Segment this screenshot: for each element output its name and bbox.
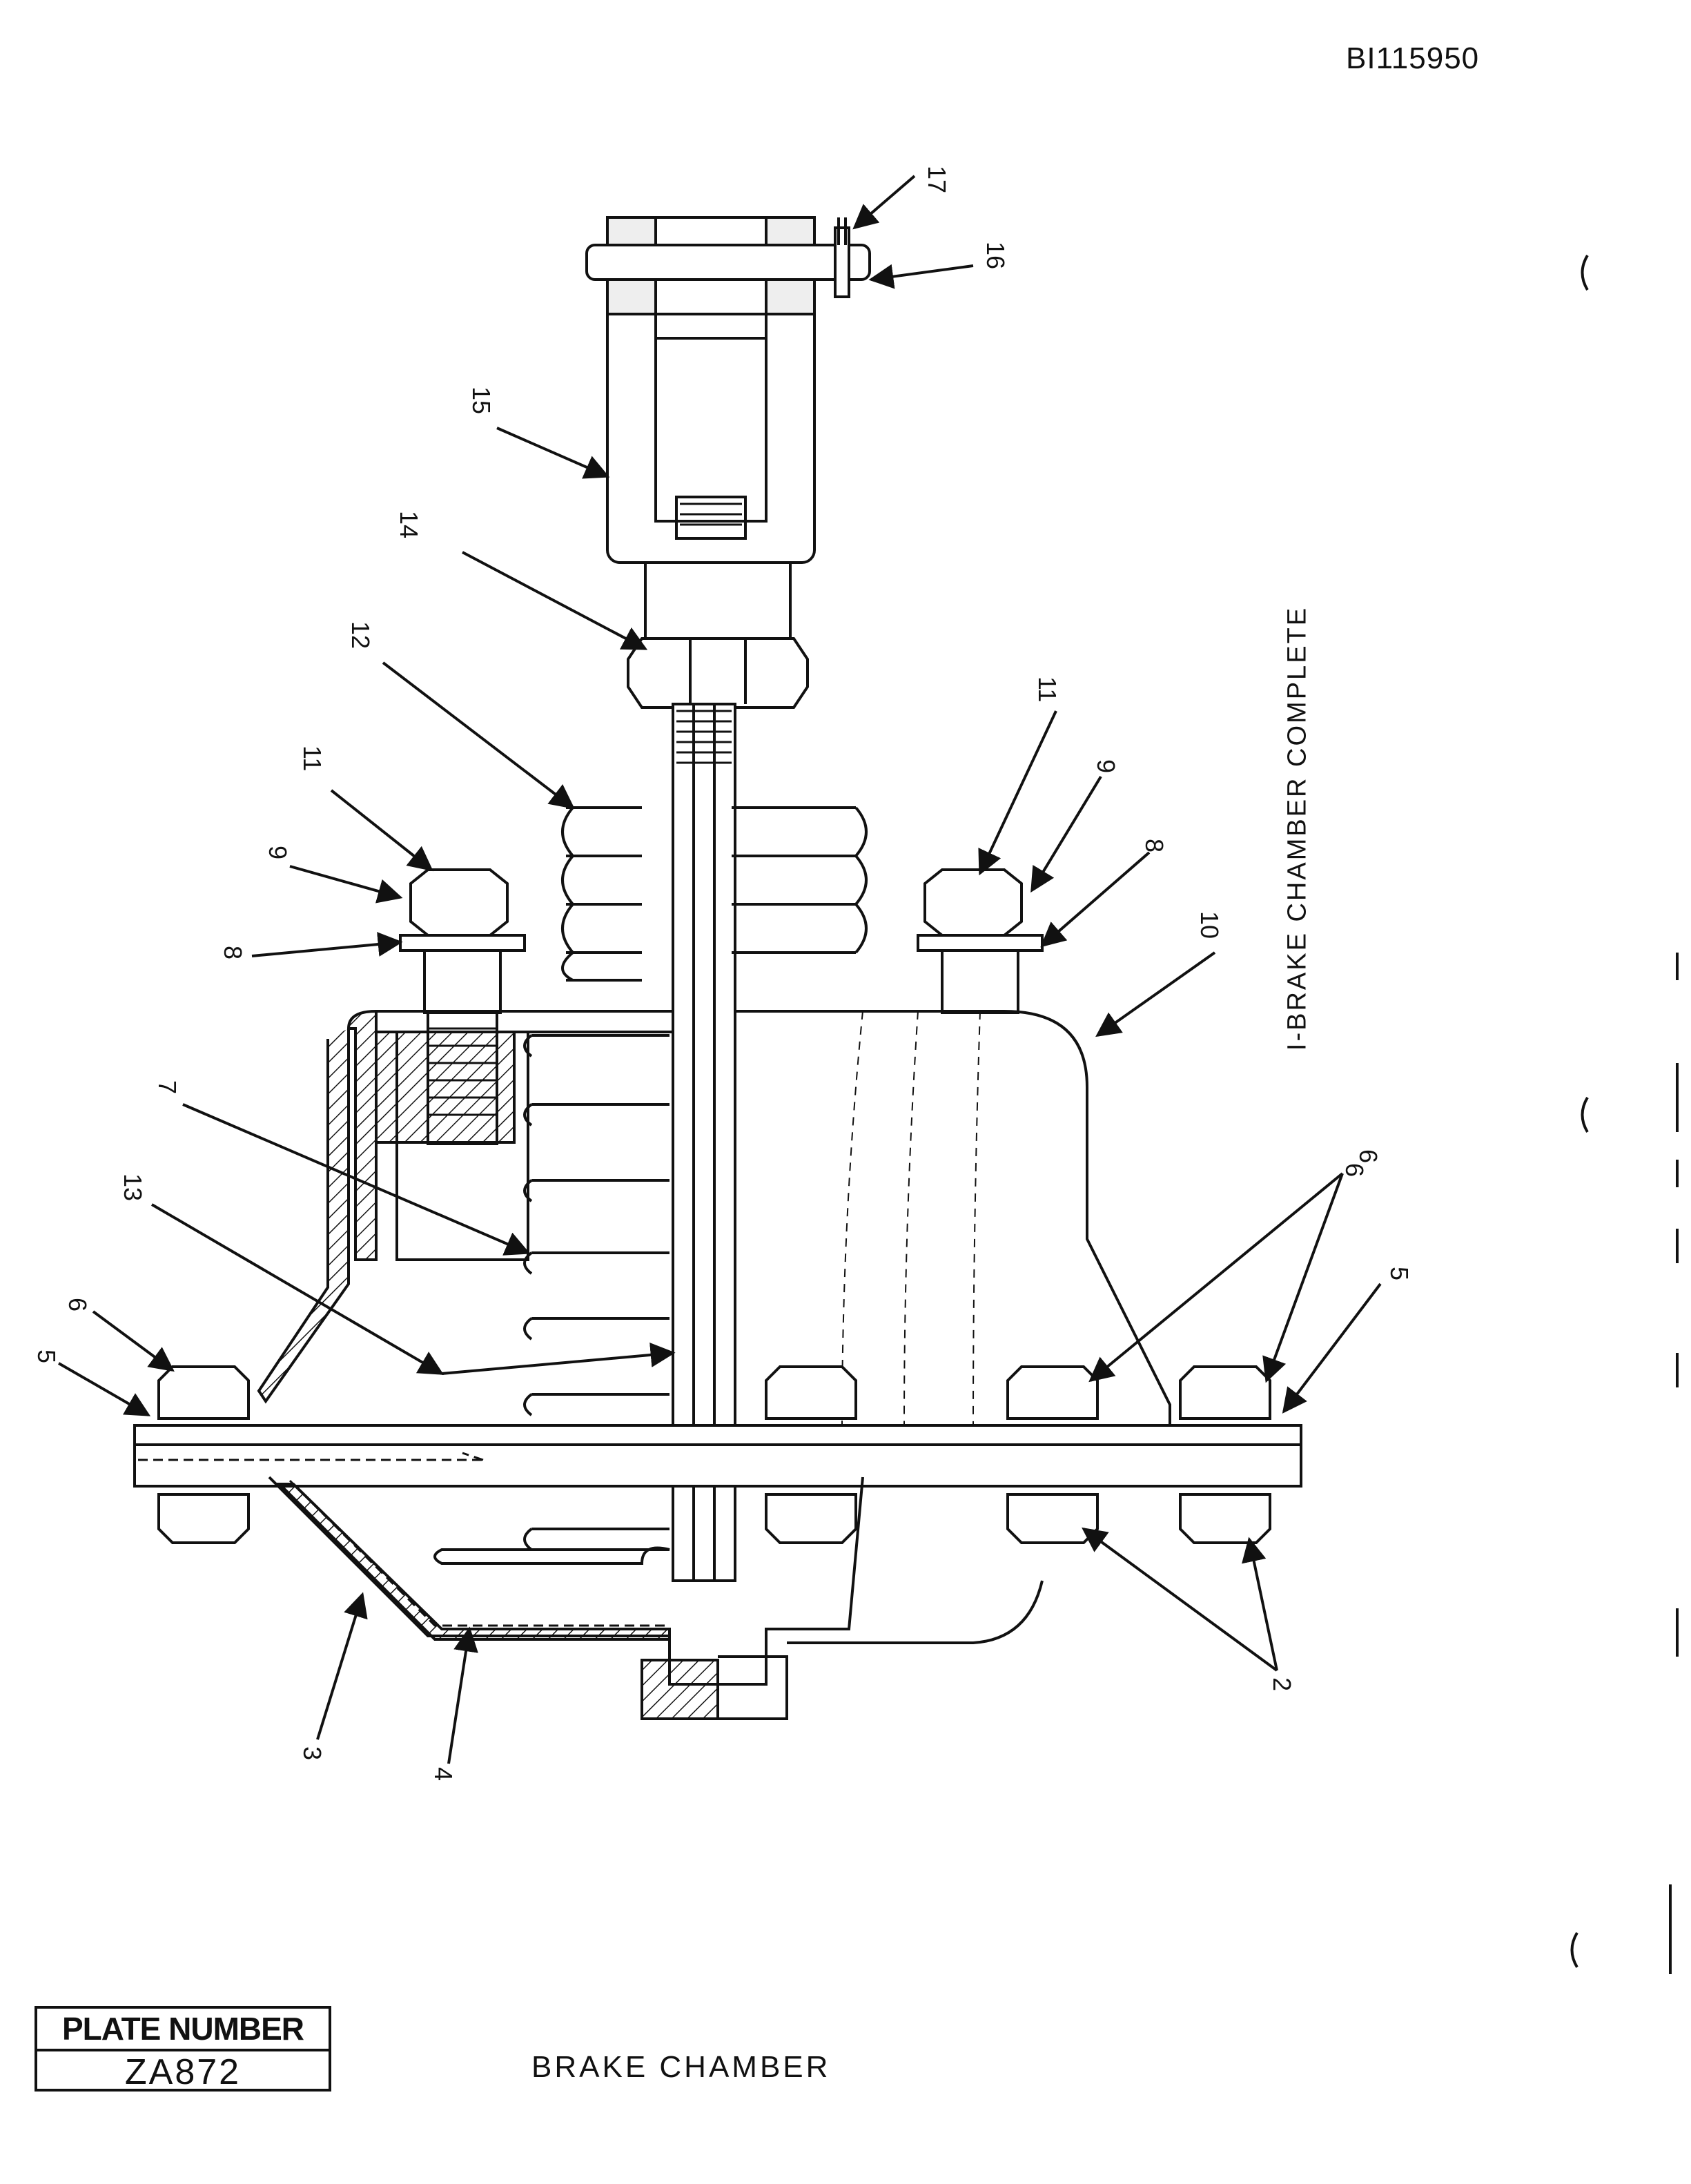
mounting-bolt-right bbox=[917, 868, 1044, 1014]
callout-6-left: 6 bbox=[63, 1298, 92, 1312]
callout-10: 10 bbox=[1195, 911, 1224, 939]
callout-6-right-b: 6 bbox=[1354, 1149, 1382, 1163]
plate-number-box: PLATE NUMBER ZA872 bbox=[35, 2006, 331, 2092]
callout-11-left: 11 bbox=[298, 745, 326, 771]
callout-14: 14 bbox=[395, 511, 423, 538]
callout-8-right: 8 bbox=[1140, 839, 1169, 852]
callout-4: 4 bbox=[429, 1767, 458, 1781]
mounting-bolt-left bbox=[399, 868, 526, 1145]
dust-boot bbox=[561, 806, 868, 982]
callout-3: 3 bbox=[298, 1746, 326, 1760]
figure-caption-vertical: I-BRAKE CHAMBER COMPLETE bbox=[1282, 605, 1312, 1051]
callout-8-left: 8 bbox=[219, 946, 247, 959]
callout-13: 13 bbox=[119, 1173, 147, 1201]
clevis-pin bbox=[585, 217, 871, 298]
callout-12: 12 bbox=[346, 621, 375, 649]
callout-7: 7 bbox=[153, 1080, 182, 1094]
plate-number-value: ZA872 bbox=[124, 2052, 242, 2092]
callout-16: 16 bbox=[981, 242, 1010, 269]
callout-17: 17 bbox=[923, 166, 951, 193]
callout-15: 15 bbox=[467, 387, 496, 414]
clamp-nuts bbox=[157, 1365, 1271, 1544]
callout-5-left: 5 bbox=[32, 1349, 61, 1363]
push-rod-nut bbox=[627, 561, 809, 709]
return-spring bbox=[523, 1034, 669, 1551]
binder-marks bbox=[1570, 254, 1679, 1974]
callout-2: 2 bbox=[1268, 1677, 1296, 1691]
plate-number-label: PLATE NUMBER bbox=[37, 2009, 329, 2051]
housing-section bbox=[257, 1009, 674, 1404]
callout-11-right: 11 bbox=[1033, 676, 1062, 702]
document-id: BI115950 bbox=[1346, 41, 1480, 75]
callout-9-left: 9 bbox=[264, 846, 292, 859]
page-caption: BRAKE CHAMBER bbox=[531, 2050, 831, 2084]
callout-9-right: 9 bbox=[1092, 759, 1120, 773]
callout-6-right-a: 6 bbox=[1340, 1163, 1369, 1177]
pressure-housing bbox=[268, 1476, 1044, 1720]
clamp-ring bbox=[133, 1424, 1302, 1488]
callout-5-right: 5 bbox=[1385, 1267, 1414, 1280]
